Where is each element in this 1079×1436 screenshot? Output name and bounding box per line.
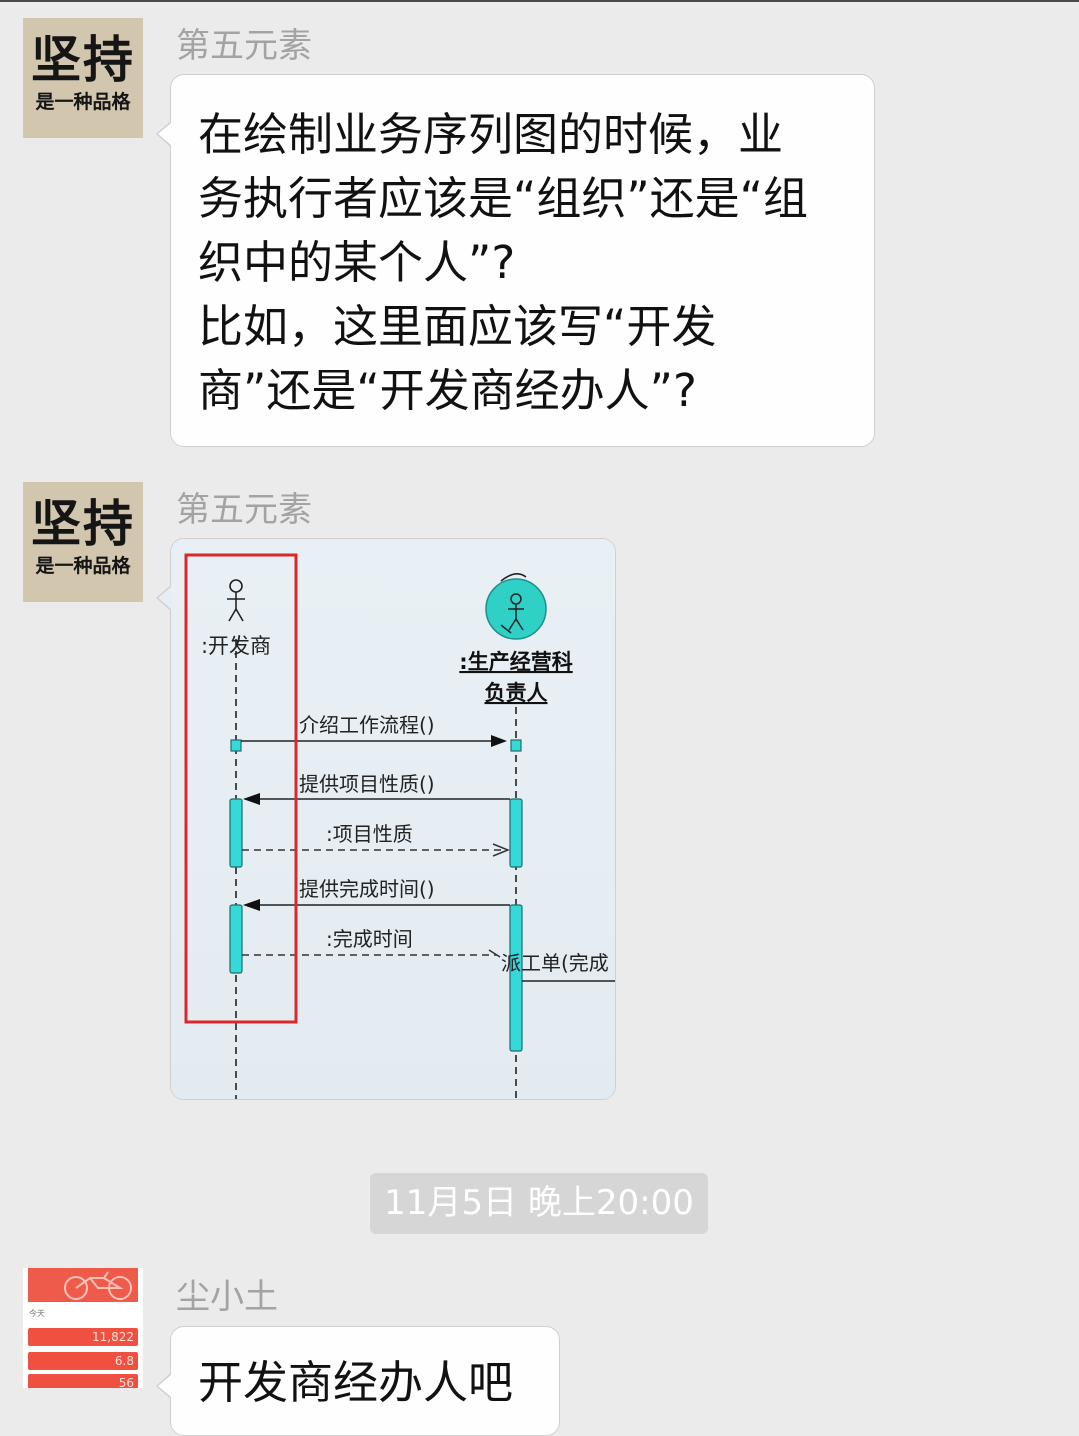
activation-right-2	[509, 904, 523, 1052]
status-divider	[0, 0, 1079, 2]
avatar-stat-row: 56	[28, 1374, 138, 1388]
activation-small-right	[510, 739, 522, 752]
activation-left-1	[229, 798, 243, 868]
message-bubble[interactable]: 开发商经办人吧	[156, 1326, 560, 1436]
message-label-6: 派工单(完成	[501, 951, 609, 975]
sequence-diagram: :开发商 :生产经营科 负责人 介绍工作流程()	[171, 539, 615, 1099]
avatar-banner	[28, 1268, 138, 1302]
avatar-text-main: 坚持	[31, 495, 135, 553]
activation-right-1	[509, 798, 523, 868]
avatar-stat-value: 11,822	[92, 1330, 134, 1344]
avatar[interactable]: 坚持 是一种品格	[23, 482, 143, 602]
avatar-label: 今天	[29, 1309, 45, 1318]
avatar[interactable]: 今天 11,822 6.8 56	[23, 1268, 143, 1388]
actor-right-label-1: :生产经营科	[459, 650, 572, 674]
image-message-bubble[interactable]: :开发商 :生产经营科 负责人 介绍工作流程()	[156, 538, 616, 1100]
activation-small-left	[230, 739, 242, 752]
message-label-2: 提供项目性质()	[299, 772, 435, 796]
sender-name: 第五元素	[176, 26, 312, 66]
business-worker-icon	[485, 573, 547, 640]
avatar[interactable]: 坚持 是一种品格	[23, 18, 143, 138]
actor-stick-figure-icon	[227, 579, 245, 622]
avatar-text-sub: 是一种品格	[35, 555, 131, 577]
avatar-text-sub: 是一种品格	[35, 91, 131, 113]
message-label-3: :项目性质	[326, 822, 413, 846]
highlight-box	[184, 553, 298, 1024]
sender-name: 第五元素	[176, 490, 312, 530]
activation-left-2	[229, 904, 243, 974]
avatar-stat-value: 56	[118, 1376, 134, 1388]
message-label-1: 介绍工作流程()	[299, 713, 435, 737]
actor-right-label-2: 负责人	[485, 681, 548, 705]
avatar-stat-value: 6.8	[114, 1354, 134, 1368]
bicycle-icon	[64, 1271, 132, 1300]
sequence-diagram-image[interactable]: :开发商 :生产经营科 负责人 介绍工作流程()	[171, 539, 615, 1099]
message-label-5: :完成时间	[326, 927, 413, 951]
message-text: 开发商经办人吧	[198, 1356, 514, 1409]
message-bubble[interactable]: 在绘制业务序列图的时候，业 务执行者应该是“组织”还是“组 织中的某个人”? 比…	[156, 74, 875, 447]
avatar-text-main: 坚持	[31, 31, 135, 89]
sender-name: 尘小土	[176, 1277, 278, 1317]
message-label-4: 提供完成时间()	[299, 877, 435, 901]
chat-timestamp: 11月5日 晚上20:00	[370, 1173, 708, 1234]
actor-left-label: :开发商	[201, 634, 271, 658]
avatar-stat-row: 6.8	[28, 1352, 138, 1370]
avatar-stat-row: 11,822	[28, 1328, 138, 1346]
message-text: 在绘制业务序列图的时候，业 务执行者应该是“组织”还是“组 织中的某个人”? 比…	[198, 108, 808, 417]
